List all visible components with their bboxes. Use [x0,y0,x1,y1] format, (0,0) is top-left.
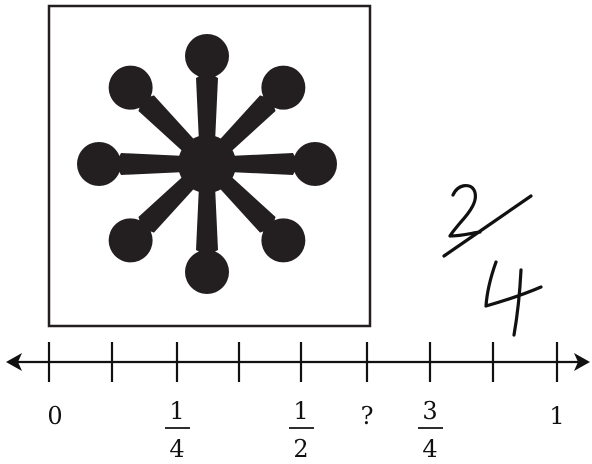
label-zero: 0 [47,402,62,430]
one-quarter-denominator: 4 [169,435,184,463]
asterisk-flower-icon [77,34,337,294]
handwritten-denominator-glyph [486,262,541,335]
three-quarters-denominator: 4 [422,435,437,463]
handwritten-numerator-glyph [450,186,480,236]
label-one: 1 [549,402,564,430]
three-quarters-numerator: 3 [422,397,437,425]
one-half-numerator: 1 [293,397,308,425]
one-half-denominator: 2 [293,435,308,463]
label-three-quarters: 3 4 [418,397,443,463]
flower-center [178,135,236,193]
label-unknown: ? [361,402,374,430]
one-quarter-numerator: 1 [169,397,184,425]
label-one-quarter: 1 4 [165,397,190,463]
picture-frame [49,6,370,326]
number-line [6,342,590,382]
number-line-labels: 0 1 4 1 2 ? 3 4 1 [47,397,564,463]
label-one-half: 1 2 [289,397,314,463]
handwritten-fraction [444,186,541,335]
